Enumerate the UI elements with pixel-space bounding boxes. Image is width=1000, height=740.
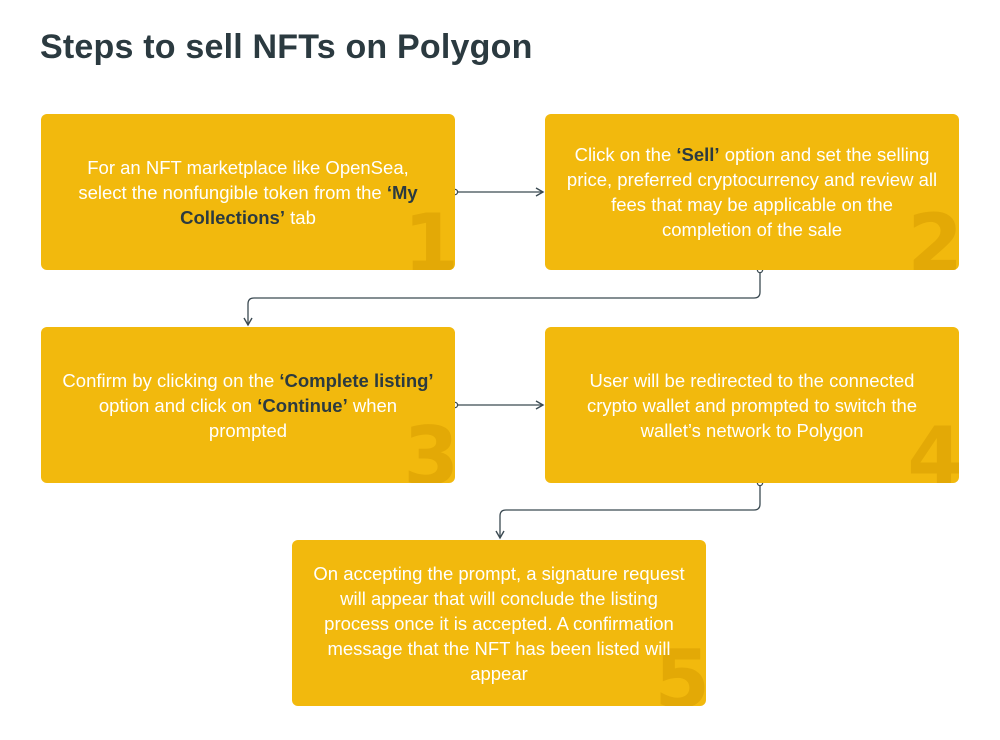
step-text-segment: User will be redirected to the connected… <box>586 369 918 441</box>
step-text: Confirm by clicking on the ‘Complete lis… <box>61 327 435 483</box>
step-box-2: 2 Click on the ‘Sell’ option and set the… <box>545 114 959 270</box>
step-text-segment: Click on the <box>574 144 677 165</box>
step-number: 1 <box>403 197 455 271</box>
step-box-3: 3 Confirm by clicking on the ‘Complete l… <box>41 327 455 483</box>
step-text: On accepting the prompt, a signature req… <box>312 540 686 706</box>
step-text: User will be redirected to the connected… <box>565 327 939 483</box>
step-number: 2 <box>907 197 959 271</box>
step-text: For an NFT marketplace like OpenSea, sel… <box>61 114 435 270</box>
page-title: Steps to sell NFTs on Polygon <box>40 28 533 66</box>
step-text-segment: On accepting the prompt, a signature req… <box>313 562 685 684</box>
step-text-segment: when prompted <box>208 394 398 441</box>
step-text-segment: option and set the selling price, prefer… <box>566 144 938 240</box>
step-number: 5 <box>654 633 706 707</box>
option-name-highlight: ‘My Collections’ <box>180 181 418 228</box>
step-text-segment: tab <box>285 206 316 228</box>
step-text: Click on the ‘Sell’ option and set the s… <box>565 114 939 270</box>
step-box-4: 4 User will be redirected to the connect… <box>545 327 959 483</box>
step-text-segment: option and click on <box>98 394 258 416</box>
step-box-5: 5 On accepting the prompt, a signature r… <box>292 540 706 706</box>
step-number: 3 <box>403 410 455 484</box>
option-name-highlight: ‘Continue’ <box>257 394 348 416</box>
step-text-segment: Confirm by clicking on the <box>62 369 280 391</box>
connector-3-to-4 <box>451 400 545 410</box>
step-text-segment: For an NFT marketplace like OpenSea, sel… <box>78 156 409 203</box>
option-name-highlight: ‘Sell’ <box>676 144 720 165</box>
step-number: 4 <box>907 410 959 484</box>
step-box-1: 1 For an NFT marketplace like OpenSea, s… <box>41 114 455 270</box>
connector-4-to-5 <box>495 479 764 540</box>
connector-1-to-2 <box>451 187 545 197</box>
connector-2-to-3 <box>243 266 764 327</box>
option-name-highlight: ‘Complete listing’ <box>279 369 434 391</box>
